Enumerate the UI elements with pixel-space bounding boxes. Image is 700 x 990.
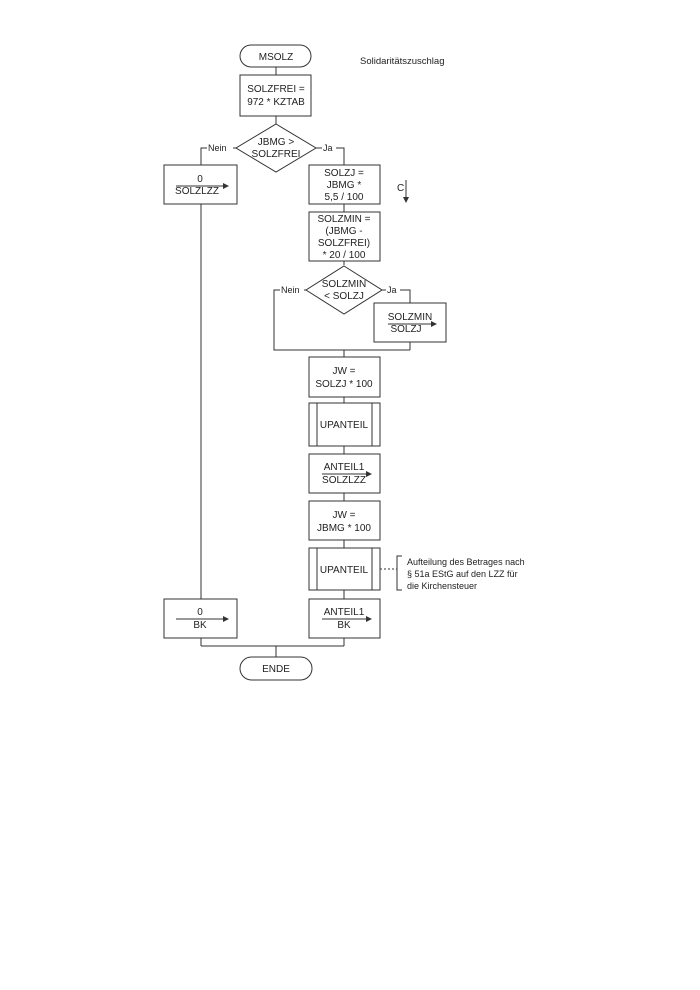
jw1-line1: JW = [332, 366, 355, 377]
dec1-yes-label: Ja [323, 143, 333, 153]
upanteil1-label: UPANTEIL [320, 420, 369, 431]
bkanteil-source: ANTEIL1 [324, 607, 365, 618]
solzlzz-zero-value: 0 [197, 174, 203, 185]
annotation-line2: § 51a EStG auf den LZZ für [407, 569, 518, 579]
dec1-line2: SOLZFREI [252, 149, 301, 160]
dec2-no-label: Nein [281, 285, 300, 295]
bk-zero-box: 0 BK [163, 598, 238, 639]
anteil1a-target: SOLZLZZ [322, 475, 366, 486]
connector-c-label: C [397, 183, 404, 194]
jw-solzj-box: JW = SOLZJ * 100 [308, 356, 381, 398]
solzfrei-line1: SOLZFREI = [247, 84, 305, 95]
solzmin-assign-source: SOLZMIN [388, 312, 432, 323]
solzmin-line1: SOLZMIN = [317, 214, 370, 225]
solzmin-box: SOLZMIN = (JBMG - SOLZFREI) * 20 / 100 [308, 211, 381, 262]
solzj-line2: JBMG * [327, 180, 362, 191]
dec1-no-label: Nein [208, 143, 227, 153]
dec1-line1: JBMG > [258, 137, 295, 148]
decision-jbmg-solzfrei: JBMG > SOLZFREI [235, 123, 317, 173]
solzj-box: SOLZJ = JBMG * 5,5 / 100 [308, 164, 381, 205]
start-terminal: MSOLZ [239, 44, 312, 68]
solzmin-assign-box: SOLZMIN SOLZJ [373, 302, 447, 343]
title-note: Solidaritätszuschlag [360, 56, 445, 67]
connector-c: C [397, 180, 409, 203]
solzj-line1: SOLZJ = [324, 168, 364, 179]
solzfrei-box: SOLZFREI = 972 * KZTAB [239, 74, 312, 117]
solzmin-line3: SOLZFREI) [318, 238, 370, 249]
solzlzz-zero-target: SOLZLZZ [175, 186, 219, 197]
dec2-line2: < SOLZJ [324, 291, 364, 302]
annotation-line1: Aufteilung des Betrages nach [407, 557, 525, 567]
solzmin-assign-target: SOLZJ [390, 324, 421, 335]
upanteil-box-2: UPANTEIL [308, 547, 381, 591]
jw-jbmg-box: JW = JBMG * 100 [308, 500, 381, 541]
connectors [200, 67, 411, 657]
end-label: ENDE [262, 664, 290, 675]
bkanteil-target: BK [337, 620, 351, 631]
jw2-line2: JBMG * 100 [317, 523, 371, 534]
annotation-line3: die Kirchensteuer [407, 581, 477, 591]
dec2-line1: SOLZMIN [322, 279, 366, 290]
solzmin-line4: * 20 / 100 [323, 250, 366, 261]
decision-solzmin-solzj: SOLZMIN < SOLZJ [305, 265, 383, 315]
dec2-yes-label: Ja [387, 285, 397, 295]
upanteil2-label: UPANTEIL [320, 565, 369, 576]
end-terminal: ENDE [239, 656, 313, 681]
annotation: Aufteilung des Betrages nach § 51a EStG … [380, 555, 525, 591]
solzfrei-line2: 972 * KZTAB [247, 97, 305, 108]
bk-zero-value: 0 [197, 607, 203, 618]
solzlzz-zero-box: 0 SOLZLZZ [163, 164, 238, 205]
jw1-line2: SOLZJ * 100 [315, 379, 373, 390]
solzj-line3: 5,5 / 100 [325, 192, 364, 203]
solzmin-line2: (JBMG - [325, 226, 362, 237]
anteil1a-source: ANTEIL1 [324, 462, 365, 473]
start-label: MSOLZ [259, 52, 293, 63]
anteil1-solzlzz-box: ANTEIL1 SOLZLZZ [308, 453, 381, 494]
bk-zero-target: BK [193, 620, 207, 631]
jw2-line1: JW = [332, 510, 355, 521]
anteil1-bk-box: ANTEIL1 BK [308, 598, 381, 639]
upanteil-box-1: UPANTEIL [308, 402, 381, 447]
